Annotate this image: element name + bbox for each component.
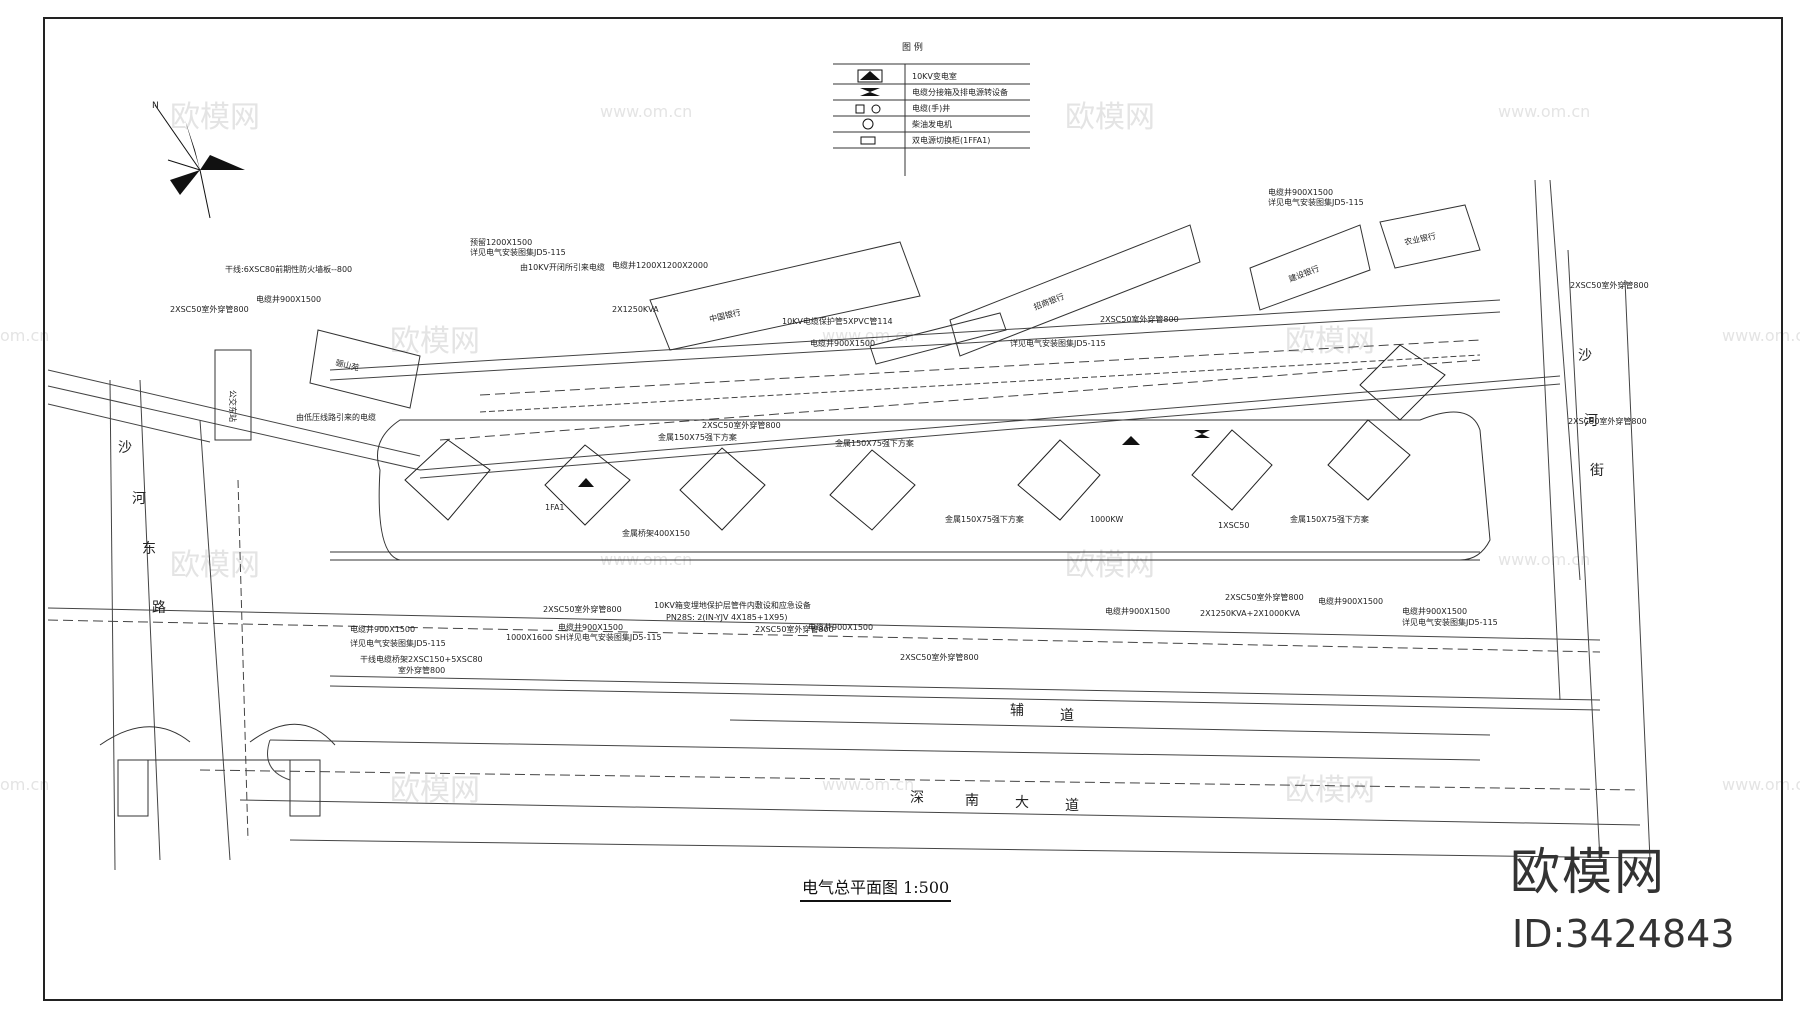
annotation: 由低压线路引来的电缆 xyxy=(296,412,376,422)
north-arrow-head xyxy=(200,155,245,170)
road-name-char: 深 xyxy=(910,790,924,806)
east-road xyxy=(1534,179,1651,861)
building-label: 建设银行 xyxy=(1287,263,1320,284)
road-name-char: 道 xyxy=(1060,708,1074,724)
west-building xyxy=(214,329,421,441)
annotation: 详见电气安装图集JD5-115 xyxy=(1402,617,1498,627)
annotation: 2XSC50室外穿管800 xyxy=(1100,314,1179,324)
annotation: 电缆井900X1500 xyxy=(1402,606,1467,616)
road-name-char: 路 xyxy=(152,600,166,616)
brand-logo-text: 欧模网 xyxy=(1510,843,1666,901)
annotation: 详见电气安装图集JD5-115 xyxy=(350,638,446,648)
annotation: 详见电气安装图集JD5-115 xyxy=(1268,197,1364,207)
annotation: 2XSC50室外穿管800 xyxy=(543,604,622,614)
tower-blocks xyxy=(404,344,1446,531)
legend-item-label: 双电源切换柜(1FFA1) xyxy=(912,135,990,145)
legend-item-label: 电缆分接箱及排电源转设备 xyxy=(912,87,1008,97)
annotation: 电缆井900X1500 xyxy=(256,294,321,304)
annotation: 2XSC50室外穿管800 xyxy=(900,652,979,662)
north-arrow-head xyxy=(170,170,200,195)
annotation: 1000X1600 SH详见电气安装图集JD5-115 xyxy=(506,632,662,642)
annotation: 预留1200X1500 xyxy=(470,237,532,247)
north-arrow xyxy=(154,104,211,219)
annotation: 2XSC50室外穿管800 xyxy=(1570,280,1649,290)
west-road xyxy=(47,369,421,871)
annotation: 电缆井900X1500 xyxy=(1105,606,1170,616)
annotation: 2XSC50室外穿管800 xyxy=(702,420,781,430)
annotation: 10KV电缆保护管5XPVC管114 xyxy=(782,316,893,326)
annotation: 金属150X75强下方案 xyxy=(1290,514,1369,524)
transformer-triangle-icon xyxy=(860,71,880,80)
north-buildings xyxy=(649,204,1481,365)
south-west-gate xyxy=(99,723,336,817)
legend-item-label: 电缆(手)井 xyxy=(912,103,950,113)
road-name-char: 街 xyxy=(1590,463,1604,479)
annotation: 2XSC50室外穿管800 xyxy=(1225,592,1304,602)
road-name-char: 南 xyxy=(965,793,979,809)
building-label: 招商银行 xyxy=(1032,291,1065,312)
road-name-char: 沙 xyxy=(118,440,132,456)
legend-title: 图 例 xyxy=(902,41,923,53)
building-label: 骊山苑 xyxy=(335,357,361,373)
annotation: 电缆井900X1500 xyxy=(1318,596,1383,606)
bowtie-icon xyxy=(1194,430,1210,438)
legend-item-label: 柴油发电机 xyxy=(912,119,952,129)
legend-table xyxy=(833,63,1030,176)
annotation: 室外穿管800 xyxy=(398,665,445,675)
circle-icon xyxy=(871,104,881,114)
building-label: 中国银行 xyxy=(708,307,741,324)
road-name-char: 大 xyxy=(1015,795,1029,811)
annotation: 金属150X75强下方案 xyxy=(658,432,737,442)
annotation: 电缆井900X1500 xyxy=(808,622,873,632)
transformer-triangle-icon xyxy=(578,478,594,487)
brand-id: ID:3424843 xyxy=(1512,912,1735,956)
annotation: 金属150X75强下方案 xyxy=(945,514,1024,524)
drawing-frame xyxy=(43,17,1783,1001)
road-name-char: 道 xyxy=(1065,798,1079,814)
road-name-char: 辅 xyxy=(1010,703,1024,719)
annotation: 干线:6XSC80前期性防火墙板--800 xyxy=(225,264,352,274)
north-arrow-head xyxy=(185,120,200,170)
drawing-title: 电气总平面图 1:500 xyxy=(800,874,952,902)
road-name-char: 东 xyxy=(142,541,156,557)
annotation: 2XSC50室外穿管800 xyxy=(755,624,834,634)
annotation: 2X1250KVA+2X1000KVA xyxy=(1200,609,1300,618)
annotation: 电缆井900X1500 xyxy=(350,624,415,634)
annotation: 详见电气安装图集JD5-115 xyxy=(470,247,566,257)
annotation: PN28S: 2(IN-YJV 4X185+1X95) xyxy=(666,613,787,622)
annotation: 1XSC50 xyxy=(1218,521,1249,530)
annotation: 干线电缆桥架2XSC150+5XSC80 xyxy=(360,654,483,664)
road-name-char: 河 xyxy=(132,491,146,507)
circle-letter-icon xyxy=(862,118,874,130)
building-label: 农业银行 xyxy=(1403,231,1436,247)
bowtie-icon xyxy=(860,88,880,96)
transformer-triangle-icon xyxy=(1122,436,1140,445)
annotation: 1000KW xyxy=(1090,515,1123,524)
south-road xyxy=(47,607,1651,859)
rectangle-icon xyxy=(860,136,876,145)
annotation: 电缆井900X1500 xyxy=(810,338,875,348)
annotation: 金属桥架400X150 xyxy=(622,528,690,538)
annotation: 电缆井900X1500 xyxy=(558,622,623,632)
annotation: 由10KV开闭所引来电缆 xyxy=(520,262,605,272)
annotation: 电缆井900X1500 xyxy=(1268,187,1333,197)
annotation: 2X1250KVA xyxy=(612,305,659,314)
annotation: 10KV箱变埋地保护层管件内敷设和应急设备 xyxy=(654,600,811,610)
annotation: 金属150X75强下方案 xyxy=(835,438,914,448)
annotation: 2XSC50室外穿管800 xyxy=(170,304,249,314)
legend-item-label: 10KV变电室 xyxy=(912,71,957,81)
annotation: 详见电气安装图集JD5-115 xyxy=(1010,338,1106,348)
road-name-char: 沙 xyxy=(1578,348,1592,364)
annotation: 2XSC50室外穿管800 xyxy=(1568,416,1647,426)
road-name-char: 河 xyxy=(1584,413,1598,429)
street-label: 公交东站 xyxy=(228,390,238,422)
annotation: 1FA1 xyxy=(545,503,565,512)
north-label: N xyxy=(152,101,159,111)
annotation-group: 干线:6XSC80前期性防火墙板--800 预留1200X1500 详见电气安装… xyxy=(170,187,1649,675)
annotation: 电缆井1200X1200X2000 xyxy=(612,260,708,270)
site-boundary xyxy=(330,411,1491,561)
square-icon xyxy=(855,104,865,114)
